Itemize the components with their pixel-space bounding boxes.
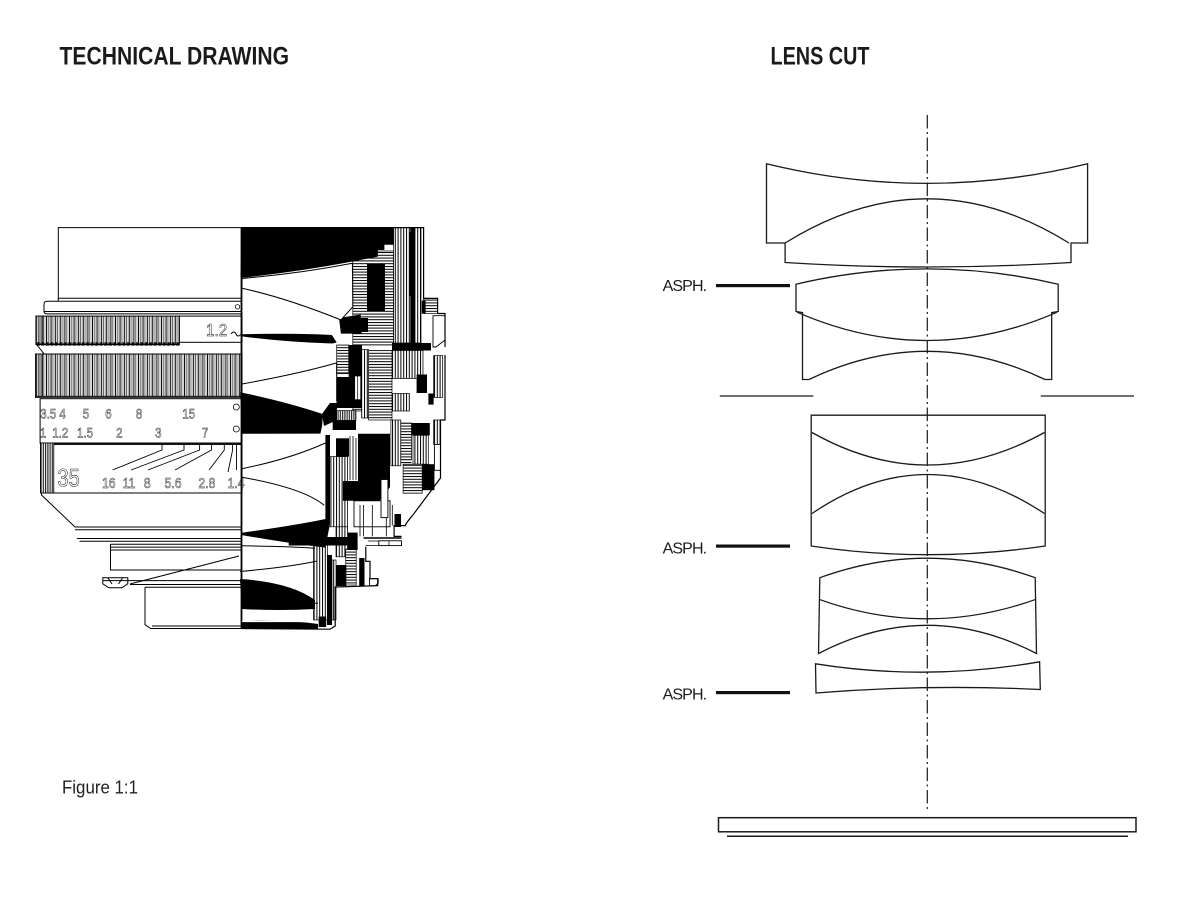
svg-text:5: 5 [83, 405, 89, 421]
svg-text:11: 11 [123, 475, 136, 491]
svg-text:Figure 1:1: Figure 1:1 [62, 777, 138, 798]
svg-text:1.5: 1.5 [77, 424, 93, 440]
svg-text:5.6: 5.6 [164, 475, 181, 491]
svg-text:TECHNICAL DRAWING: TECHNICAL DRAWING [60, 43, 290, 71]
svg-text:8: 8 [144, 475, 151, 491]
svg-text:3: 3 [155, 424, 161, 440]
svg-text:ASPH.: ASPH. [663, 278, 708, 295]
svg-text:LENS CUT: LENS CUT [771, 43, 870, 71]
svg-text:ASPH.: ASPH. [663, 687, 708, 704]
svg-text:ASPH.: ASPH. [663, 541, 708, 558]
svg-text:2: 2 [116, 424, 122, 440]
svg-text:4: 4 [59, 405, 65, 421]
svg-text:1: 1 [40, 424, 46, 440]
svg-text:1.2: 1.2 [206, 320, 227, 340]
svg-text:3.5: 3.5 [40, 405, 56, 421]
svg-text:2.8: 2.8 [198, 475, 215, 491]
svg-text:1.2: 1.2 [52, 424, 68, 440]
svg-text:15: 15 [182, 405, 195, 421]
svg-text:6: 6 [105, 405, 111, 421]
svg-text:16: 16 [102, 475, 116, 491]
svg-text:8: 8 [136, 405, 142, 421]
svg-text:35: 35 [58, 464, 80, 492]
svg-text:7: 7 [202, 424, 208, 440]
